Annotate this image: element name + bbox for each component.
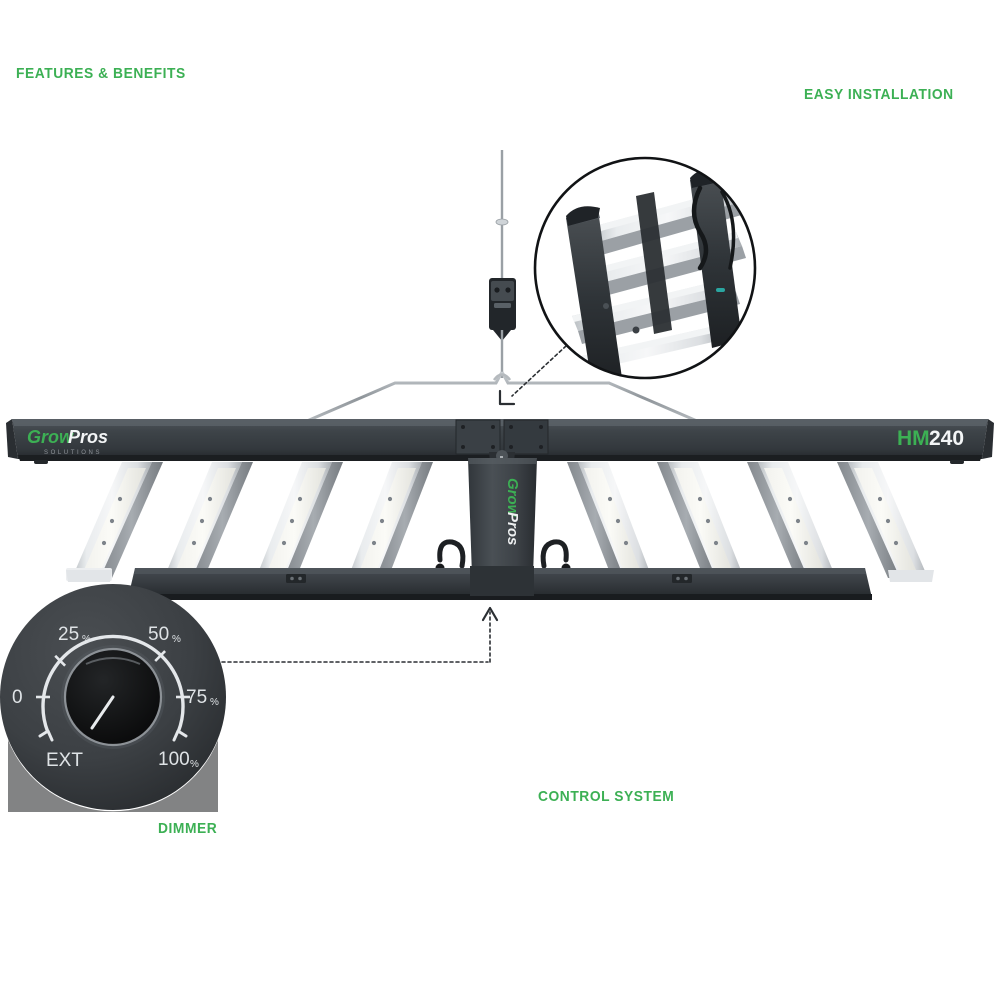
dial-label-ext: EXT [46,750,83,771]
dimmer-scale-labels: 0 25 % 50 % 75 % 100 % EXT [12,624,219,771]
dial-label-25: 25 [58,624,79,645]
brand-logo-sub: SOLUTIONS [44,450,102,456]
dial-label-75: 75 [186,687,207,708]
label-dimmer: DIMMER [158,820,218,837]
brand-logo-grow: Grow [27,427,74,447]
dial-label-50: 50 [148,624,169,645]
center-logo-grow: Grow [504,478,521,518]
model-number: 240 [929,427,964,450]
center-logo-pros: Pros [504,512,521,545]
dial-percent-75: % [210,697,219,708]
label-easy-installation: EASY INSTALLATION [804,86,954,103]
dial-percent-50: % [172,634,181,645]
dial-label-100: 100 [158,749,190,770]
label-control-system: CONTROL SYSTEM [538,788,675,805]
model-badge: HM 240 [897,427,964,450]
brand-logo-pros: Pros [68,427,108,447]
model-prefix: HM [897,427,930,450]
dial-percent-25: % [82,634,91,645]
label-features-benefits: FEATURES & BENEFITS [16,65,186,82]
brand-logo-left: Grow Pros SOLUTIONS [27,427,108,456]
dial-label-0: 0 [12,687,23,708]
center-brand-logo: Grow Pros [504,478,521,545]
dial-percent-100: % [190,759,199,770]
